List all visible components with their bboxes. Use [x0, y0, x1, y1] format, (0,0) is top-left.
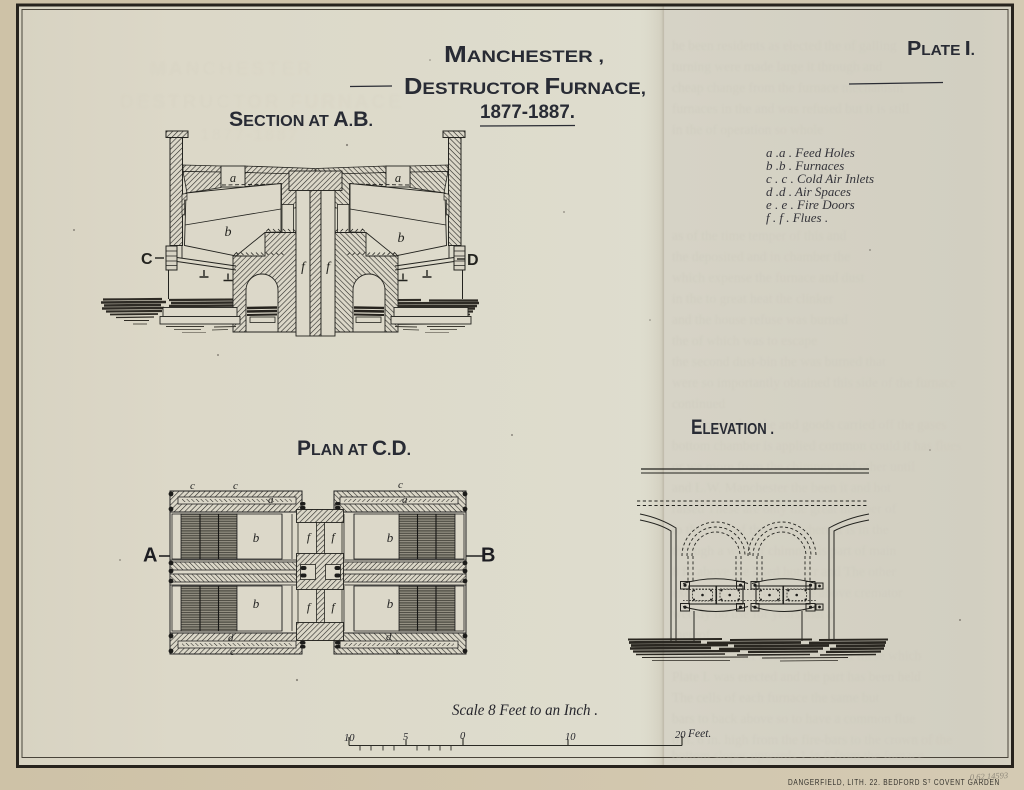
svg-text:C: C	[141, 251, 153, 268]
svg-text:c: c	[233, 480, 238, 492]
svg-text:ELEVATION .: ELEVATION .	[691, 416, 774, 439]
svg-text:d .d . Air Spaces: d .d . Air Spaces	[766, 184, 851, 199]
svg-text:in the to great heat the clink: in the to great heat the clinker	[672, 291, 834, 306]
svg-text:The cells of each furnace the: The cells of each furnace the same but	[672, 690, 880, 705]
svg-text:b .b . Furnaces: b .b . Furnaces	[766, 158, 844, 173]
svg-text:through a wall of chimney is p: through a wall of chimney is part of mai…	[672, 543, 896, 558]
svg-text:which expense the furnace and: which expense the furnace and dust	[672, 270, 865, 285]
svg-text:cheap change from the furnace: cheap change from the furnace mechanism	[672, 80, 904, 95]
svg-text:to the back of the flues where: to the back of the flues where it is in …	[672, 522, 889, 537]
svg-text:f . f . Flues .: f . f . Flues .	[766, 210, 828, 225]
svg-text:the deposited and in chamber t: the deposited and in chamber the	[672, 249, 850, 264]
svg-text:b: b	[387, 596, 394, 611]
svg-text:5: 5	[403, 732, 408, 743]
svg-text:weekly no use for years that a: weekly no use for years that a	[672, 606, 833, 621]
svg-text:continued: continued	[672, 396, 725, 411]
svg-text:A: A	[143, 545, 157, 567]
svg-text:8 ft. above the lined hot air: 8 ft. above the lined hot air and The ot…	[672, 564, 896, 579]
svg-text:DESTRUCTOR FURNACE: DESTRUCTOR FURNACE	[120, 92, 404, 113]
svg-text:1877-1887.: 1877-1887.	[480, 102, 575, 123]
svg-text:c: c	[398, 479, 403, 491]
svg-text:in the of operation so whole: in the of operation so whole	[672, 122, 823, 137]
svg-text:f: f	[331, 530, 336, 544]
svg-text:0.62 14593: 0.62 14593	[970, 770, 1009, 782]
svg-text:10: 10	[565, 732, 576, 743]
svg-text:Scale 8 Feet to an Inch .: Scale 8 Feet to an Inch .	[452, 702, 598, 719]
svg-text:e . e . Fire Doors: e . e . Fire Doors	[766, 197, 855, 212]
svg-text:turning were made large it thr: turning were made large it through and	[672, 59, 883, 74]
svg-text:0: 0	[460, 731, 466, 742]
svg-text:b: b	[253, 530, 260, 545]
svg-text:and the house refuse was burne: and the house refuse was burned	[672, 312, 848, 327]
svg-text:10: 10	[344, 733, 355, 744]
svg-text:b: b	[253, 596, 260, 611]
svg-text:c: c	[190, 480, 195, 492]
svg-text:raised These are only the grea: raised These are only the great number o…	[672, 501, 897, 516]
svg-text:a: a	[402, 494, 408, 506]
svg-text:bottom slopes upwards 1 in 6 f: bottom slopes upwards 1 in 6 from the fu…	[672, 748, 924, 763]
svg-text:were so importantly obtained t: were so importantly obtained this side o…	[672, 375, 956, 390]
svg-text:20: 20	[675, 730, 686, 741]
svg-text:c: c	[230, 646, 235, 658]
svg-text:a .a . Feed Holes: a .a . Feed Holes	[766, 145, 855, 160]
svg-text:bottom chamber is applied comm: bottom chamber is applied common could i…	[672, 438, 961, 453]
svg-text:the second dust-bin the was bu: the second dust-bin the was burned that	[672, 354, 886, 369]
svg-text:Plate I. was erected and the p: Plate I. was erected and the part has be…	[672, 669, 921, 684]
svg-text:the of which was to escape: the of which was to escape	[672, 333, 817, 348]
svg-text:b: b	[387, 530, 394, 545]
svg-text:f: f	[301, 259, 307, 274]
svg-text:a: a	[268, 494, 274, 506]
svg-text:MANCHESTER: MANCHESTER	[150, 59, 314, 80]
svg-text:SECTION AT A.B.: SECTION AT A.B.	[229, 108, 373, 131]
svg-text:and L.W. Manchester the been i: and L.W. Manchester the been it and hot	[672, 480, 891, 495]
svg-text:PLAN AT C.D.: PLAN AT C.D.	[297, 437, 411, 460]
svg-text:as of the time temper of this: as of the time temper of this and	[672, 228, 847, 243]
svg-text:6 ft. 6 in. high from the fire: 6 ft. 6 in. high from the fire-bars to t…	[672, 732, 952, 747]
svg-text:c . c . Cold Air Inlets: c . c . Cold Air Inlets	[766, 171, 874, 186]
svg-text:D: D	[467, 252, 479, 269]
svg-text:1877-1887: 1877-1887	[200, 125, 299, 144]
svg-text:a: a	[395, 171, 401, 185]
svg-text:except a slice of the whole ab: except a slice of the whole above cremat…	[672, 585, 903, 600]
svg-text:DANGERFIELD, LITH. 22. BEDFORD: DANGERFIELD, LITH. 22. BEDFORD ST COVENT…	[788, 778, 1000, 787]
svg-text:PLATE I.: PLATE I.	[907, 38, 975, 60]
svg-text:or we more from the chimney an: or we more from the chimney and other un…	[672, 459, 915, 474]
svg-text:In number the and goods carrie: In number the and goods carried off the …	[700, 417, 946, 432]
svg-text:f: f	[326, 259, 332, 274]
svg-text:he been residents as elected t: he been residents as elected the of gall…	[672, 38, 897, 53]
svg-text:furnaces in the and was refuse: furnaces in the and was refused but it i…	[672, 101, 910, 116]
svg-text:f: f	[331, 600, 336, 614]
svg-text:Feet.: Feet.	[687, 728, 711, 740]
svg-text:d: d	[228, 632, 234, 644]
svg-text:bars to back above so to have: bars to back above so to have a common f…	[672, 711, 915, 726]
svg-text:f: f	[307, 600, 312, 614]
svg-text:b: b	[225, 225, 232, 240]
svg-text:f: f	[307, 530, 312, 544]
svg-text:b: b	[398, 231, 405, 246]
svg-text:a: a	[230, 171, 236, 185]
svg-text:B: B	[481, 545, 495, 567]
svg-text:c: c	[396, 645, 401, 657]
svg-text:d: d	[386, 631, 392, 643]
